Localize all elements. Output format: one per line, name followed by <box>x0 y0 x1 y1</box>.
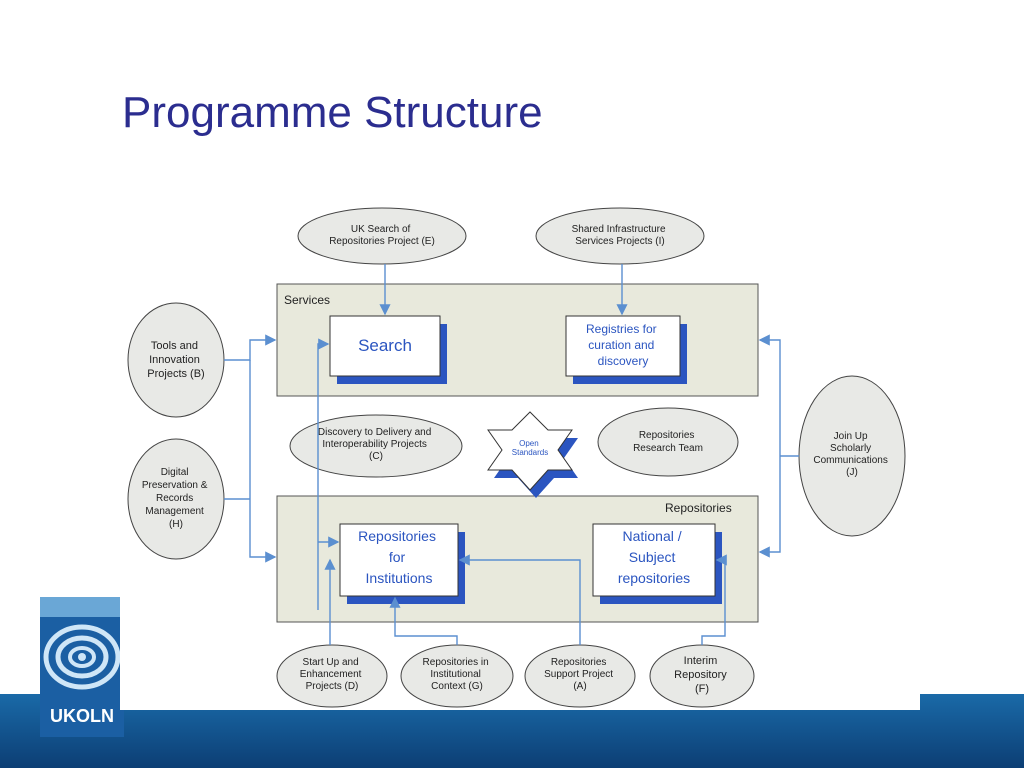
uk-search-text: UK Search of Repositories Project (E) <box>329 224 435 247</box>
ukoln-logo <box>40 597 124 737</box>
search-box-label: Search <box>358 336 412 355</box>
connectors <box>224 264 799 645</box>
interim-repository-text: Interim Repository (F) <box>674 655 730 695</box>
start-up-text: Start Up and Enhancement Projects (D) <box>300 657 365 692</box>
discovery-delivery-text: Discovery to Delivery and Interoperabili… <box>318 427 434 462</box>
research-team-oval <box>597 407 739 477</box>
national-subject-box <box>592 523 716 597</box>
registries-box-label: Registries for curation and discovery <box>586 322 660 368</box>
digital-preservation-text: Digital Preservation & Records Managemen… <box>142 467 210 530</box>
page-title: Programme Structure <box>122 88 543 137</box>
start-up-oval <box>276 644 388 708</box>
services-label: Services <box>284 293 330 307</box>
programme-diagram: Services Repositories Search Registries … <box>120 190 920 710</box>
shared-infrastructure-text: Shared Infrastructure Services Projects … <box>572 224 669 247</box>
discovery-delivery-oval <box>289 414 463 478</box>
repositories-for-institutions-box <box>339 523 459 597</box>
registries-box <box>565 315 681 377</box>
search-box <box>329 315 441 377</box>
logo-text: UKOLN <box>50 706 114 726</box>
research-team-text: Repositories Research Team <box>633 430 703 454</box>
institutional-context-text: Repositories in Institutional Context (G… <box>423 657 492 692</box>
repositories-label: Repositories <box>665 501 732 515</box>
repositories-for-institutions-label: Repositories for Institutions <box>358 528 440 586</box>
shared-infrastructure-oval <box>535 207 705 265</box>
tools-innovation-text: Tools and Innovation Projects (B) <box>147 340 204 380</box>
join-up-text: Join Up Scholarly Communications (J) <box>813 431 890 478</box>
open-standards-star <box>487 411 573 491</box>
open-standards-label: Open Standards <box>512 439 548 457</box>
support-project-text: Repositories Support Project (A) <box>544 657 616 692</box>
national-subject-label: National / Subject repositories <box>618 528 690 586</box>
uk-search-oval <box>297 207 467 265</box>
